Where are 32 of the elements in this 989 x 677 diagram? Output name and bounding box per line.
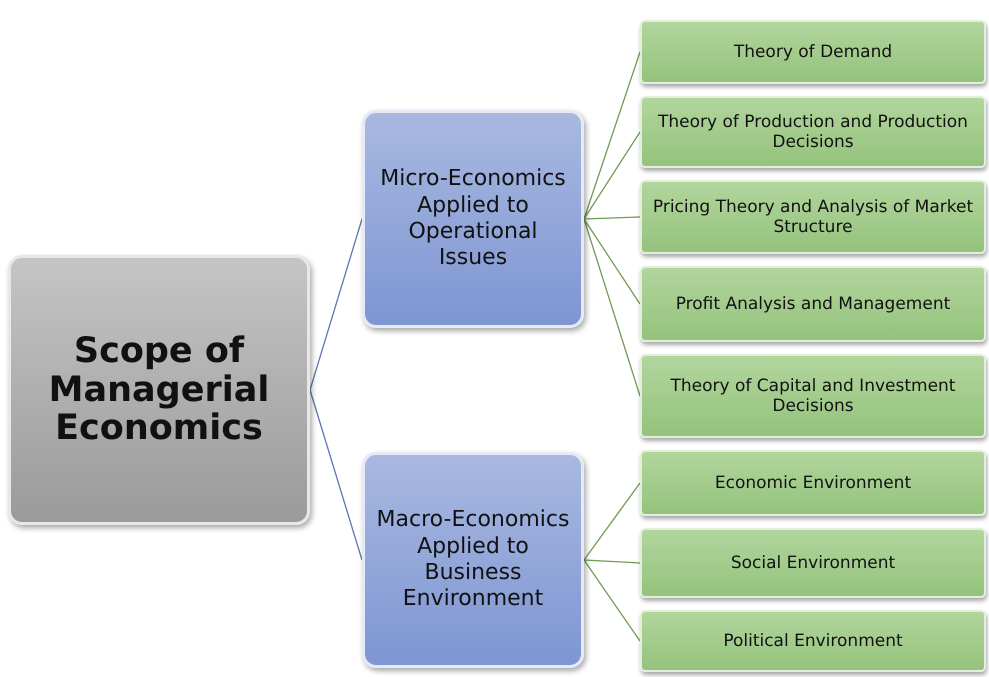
connector-line	[583, 218, 641, 396]
node-label: Macro-Economics Applied to Business Environment	[376, 507, 570, 613]
subtopic-box	[640, 450, 986, 516]
node-label: Theory of Production and Production Decisions	[657, 112, 969, 152]
node-label: Micro-Economics Applied to Operational Issues	[379, 166, 567, 272]
connector-line	[583, 560, 641, 642]
node-label: Political Environment	[723, 630, 903, 652]
subtopic-box	[640, 528, 986, 598]
node-label: Social Environment	[730, 552, 896, 574]
connector-line	[583, 132, 641, 220]
topic-box	[8, 255, 310, 525]
node-label: Theory of Capital and Investment Decisions	[670, 376, 956, 416]
node-label: Pricing Theory and Analysis of Market Structure	[652, 196, 974, 238]
connector-line	[584, 216, 640, 220]
node-label: Theory of Demand	[734, 42, 892, 62]
category-box	[362, 452, 584, 668]
connector-line	[583, 482, 641, 560]
connector-line	[309, 390, 363, 560]
connector-line	[309, 218, 363, 390]
subtopic-box	[640, 354, 986, 438]
node-label: Scope of Managerial Economics	[48, 332, 270, 448]
connector-line	[583, 218, 641, 304]
subtopic-box	[640, 266, 986, 342]
node-label: Profit Analysis and Management	[676, 294, 950, 314]
category-box	[362, 110, 584, 328]
connector-line	[583, 52, 641, 220]
connector-line	[584, 559, 640, 564]
subtopic-box	[640, 180, 986, 254]
node-label: Economic Environment	[714, 472, 912, 494]
subtopic-box	[640, 96, 986, 168]
subtopic-box	[640, 20, 986, 84]
subtopic-box	[640, 610, 986, 672]
